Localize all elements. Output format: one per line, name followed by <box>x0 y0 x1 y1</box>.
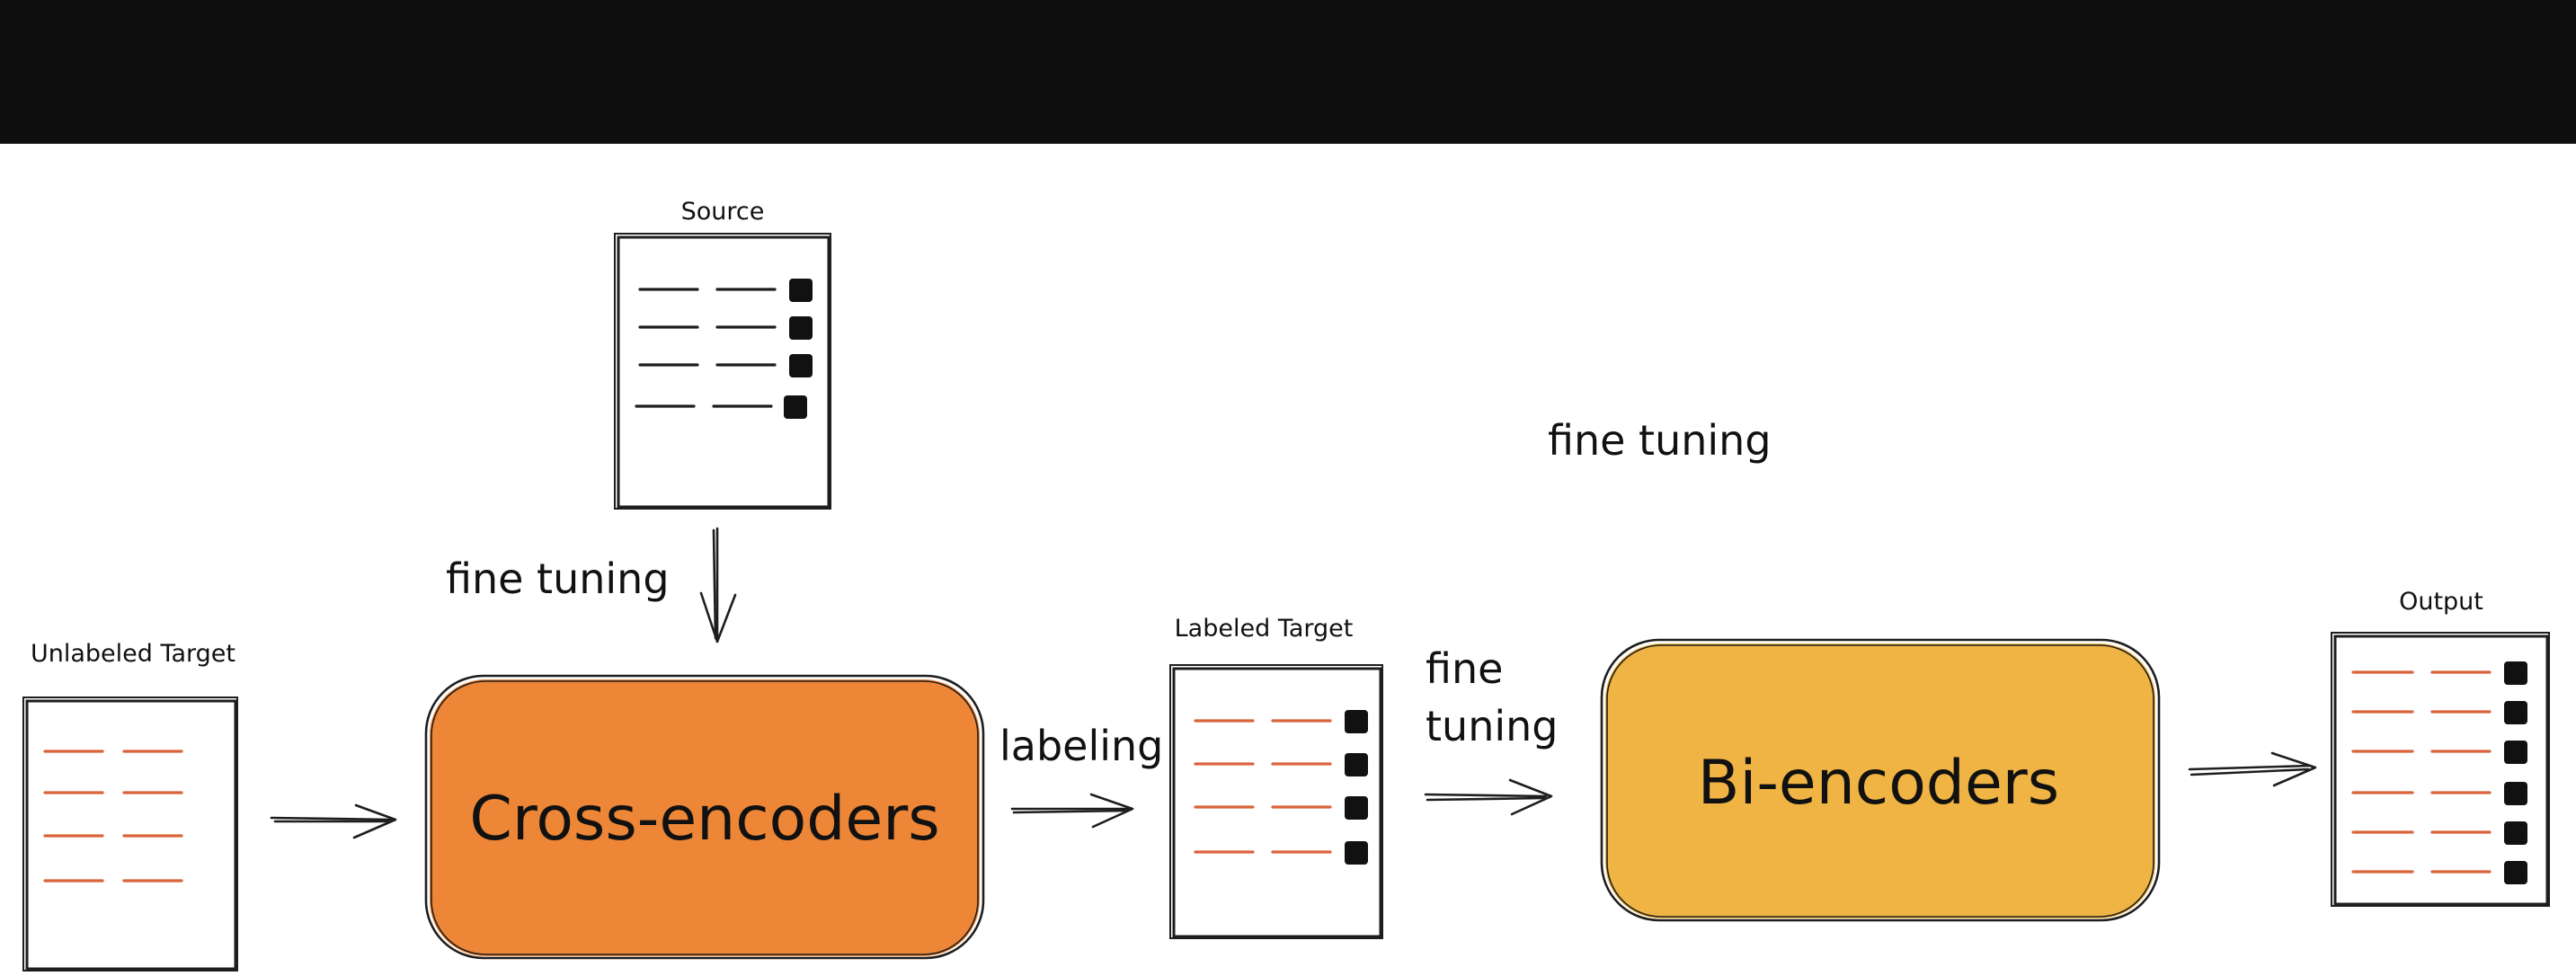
labeled-target-label: Labeled Target <box>1175 615 1354 643</box>
source-label: Source <box>681 198 765 226</box>
arrow-bi-to-output <box>2188 751 2317 787</box>
source-document: Source <box>614 198 831 510</box>
cross-encoders-label: Cross-encoders <box>469 784 939 855</box>
source-rows <box>635 279 813 419</box>
output-rows <box>2351 661 2527 884</box>
labeling-label: labeling <box>999 722 1163 770</box>
arrow-unlabeled-to-cross <box>270 803 397 839</box>
fine-tuning-label-line1: fine <box>1426 644 1503 693</box>
fine-tuning-label-line2: tuning <box>1426 702 1558 750</box>
output-document: Output <box>2331 588 2550 907</box>
output-label: Output <box>2399 588 2483 616</box>
cross-encoders-box: Cross-encoders <box>424 674 985 960</box>
labeled-target-document: Labeled Target <box>1169 615 1383 939</box>
arrow-source-to-cross <box>699 527 737 643</box>
unlabeled-target-document: Unlabeled Target <box>22 640 238 972</box>
unlabeled-target-label: Unlabeled Target <box>31 640 235 668</box>
bi-encoders-label: Bi-encoders <box>1698 748 2059 819</box>
unlabeled-rows <box>43 750 183 883</box>
labeled-rows <box>1194 710 1368 865</box>
fine-tuning-label-top: fine tuning <box>446 555 670 603</box>
arrow-cross-to-labeled <box>1010 793 1134 829</box>
arrow-labeled-to-bi <box>1424 778 1553 816</box>
fine-tuning-label-floating: fine tuning <box>1548 416 1772 465</box>
top-bar <box>0 0 2576 144</box>
bi-encoders-box: Bi-encoders <box>1600 638 2161 922</box>
